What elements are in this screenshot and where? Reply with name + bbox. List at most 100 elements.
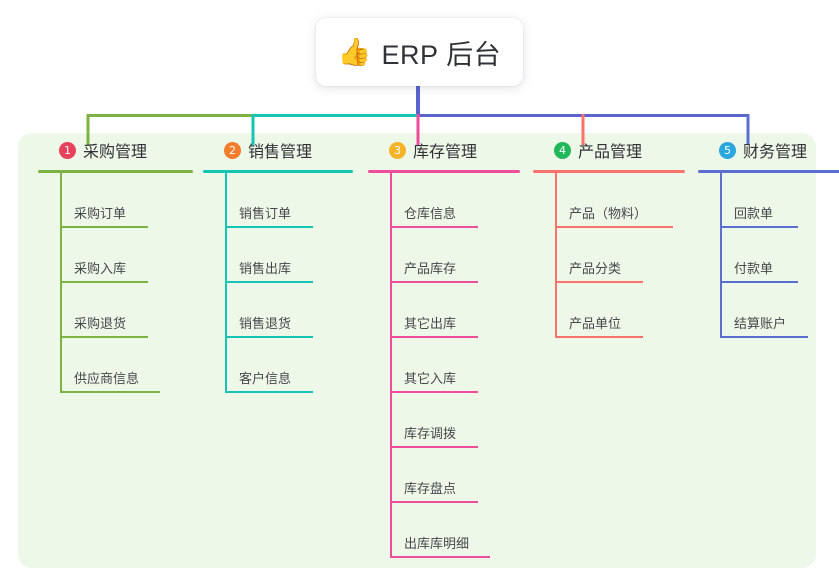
leaf-label: 付款单 xyxy=(734,261,774,276)
leaf-underline xyxy=(225,281,313,283)
branch-label: 产品管理 xyxy=(578,144,643,161)
leaf-underline xyxy=(720,336,808,338)
leaf-spine xyxy=(390,173,392,558)
leaf-item[interactable]: 产品分类 xyxy=(533,228,685,283)
leaf-item[interactable]: 供应商信息 xyxy=(38,338,193,393)
branch-label: 销售管理 xyxy=(248,144,313,161)
branch-header-1[interactable]: 1 采购管理 xyxy=(38,133,193,167)
leaf-underline xyxy=(390,336,478,338)
leaf-label: 结算账户 xyxy=(734,316,787,331)
leaf-underline xyxy=(60,226,148,228)
branch-underline xyxy=(533,170,685,173)
leaf-label: 产品分类 xyxy=(569,261,622,276)
leaf-label: 仓库信息 xyxy=(404,206,457,221)
leaf-item[interactable]: 产品单位 xyxy=(533,283,685,338)
leaf-item[interactable]: 客户信息 xyxy=(203,338,353,393)
leaf-underline xyxy=(390,281,478,283)
leaf-underline xyxy=(555,281,643,283)
leaf-label: 产品库存 xyxy=(404,261,457,276)
branch-underline xyxy=(698,170,839,173)
leaf-underline xyxy=(225,226,313,228)
leaf-label: 其它出库 xyxy=(404,316,457,331)
leaf-underline xyxy=(720,281,798,283)
leaf-item[interactable]: 产品（物料） xyxy=(533,173,685,228)
branch-label: 采购管理 xyxy=(83,144,148,161)
branch-label: 库存管理 xyxy=(413,144,478,161)
branch-column-4: 4 产品管理产品（物料） 产品分类产品单位 xyxy=(533,133,685,338)
leaf-item[interactable]: 销售退货 xyxy=(203,283,353,338)
leaf-item[interactable]: 付款单 xyxy=(698,228,839,283)
leaf-underline xyxy=(225,391,313,393)
leaf-item[interactable]: 仓库信息 xyxy=(368,173,520,228)
branch-number-badge: 5 xyxy=(719,141,736,159)
root-node[interactable]: 👍 ERP 后台 xyxy=(316,18,523,86)
leaf-item[interactable]: 库存盘点 xyxy=(368,448,520,503)
leaf-item[interactable]: 回款单 xyxy=(698,173,839,228)
leaf-label: 库存调拨 xyxy=(404,426,457,441)
branch-underline xyxy=(368,170,520,173)
leaf-item[interactable]: 库存调拨 xyxy=(368,393,520,448)
leaf-underline xyxy=(390,391,478,393)
leaf-spine xyxy=(225,173,227,393)
root-title: ERP 后台 xyxy=(381,39,502,70)
leaf-underline xyxy=(60,391,160,393)
leaf-underline xyxy=(60,281,148,283)
leaf-label: 销售退货 xyxy=(239,316,292,331)
leaf-label: 其它入库 xyxy=(404,371,457,386)
branch-underline xyxy=(203,170,353,173)
leaf-item[interactable]: 结算账户 xyxy=(698,283,839,338)
branch-column-5: 5 财务管理回款单付款单结算账户 xyxy=(698,133,839,338)
branch-number-badge: 1 xyxy=(59,141,76,159)
branch-number-badge: 4 xyxy=(554,141,571,159)
leaf-list: 产品（物料） 产品分类产品单位 xyxy=(533,173,685,338)
branch-number-badge: 3 xyxy=(389,141,406,159)
branch-columns: 1 采购管理采购订单采购入库采购退货供应商信息 2 销售管理销售订单销售出库销售退货客… xyxy=(0,133,839,568)
leaf-label: 产品（物料） xyxy=(569,206,648,221)
leaf-label: 库存盘点 xyxy=(404,481,457,496)
leaf-item[interactable]: 采购订单 xyxy=(38,173,193,228)
leaf-item[interactable]: 出库库明细 xyxy=(368,503,520,558)
leaf-label: 出库库明细 xyxy=(404,536,470,551)
leaf-list: 回款单付款单结算账户 xyxy=(698,173,839,338)
branch-column-2: 2 销售管理销售订单销售出库销售退货客户信息 xyxy=(203,133,353,393)
leaf-item[interactable]: 其它入库 xyxy=(368,338,520,393)
branch-header-3[interactable]: 3 库存管理 xyxy=(368,133,520,167)
leaf-item[interactable]: 其它出库 xyxy=(368,283,520,338)
leaf-label: 回款单 xyxy=(734,206,774,221)
leaf-item[interactable]: 产品库存 xyxy=(368,228,520,283)
branch-header-2[interactable]: 2 销售管理 xyxy=(203,133,353,167)
leaf-label: 客户信息 xyxy=(239,371,292,386)
leaf-underline xyxy=(390,226,478,228)
branch-label: 财务管理 xyxy=(743,144,808,161)
leaf-item[interactable]: 采购入库 xyxy=(38,228,193,283)
leaf-list: 仓库信息产品库存其它出库其它入库库存调拨库存盘点出库库明细 xyxy=(368,173,520,558)
branch-underline xyxy=(38,170,193,173)
branch-header-4[interactable]: 4 产品管理 xyxy=(533,133,685,167)
branch-header-5[interactable]: 5 财务管理 xyxy=(698,133,839,167)
leaf-underline xyxy=(60,336,148,338)
leaf-label: 销售出库 xyxy=(239,261,292,276)
leaf-underline xyxy=(390,446,478,448)
branch-column-3: 3 库存管理仓库信息产品库存其它出库其它入库库存调拨库存盘点出库库明细 xyxy=(368,133,520,558)
leaf-underline xyxy=(555,336,643,338)
leaf-list: 采购订单采购入库采购退货供应商信息 xyxy=(38,173,193,393)
leaf-item[interactable]: 销售出库 xyxy=(203,228,353,283)
leaf-underline xyxy=(720,226,798,228)
leaf-item[interactable]: 采购退货 xyxy=(38,283,193,338)
leaf-label: 销售订单 xyxy=(239,206,292,221)
leaf-spine xyxy=(720,173,722,338)
leaf-label: 采购退货 xyxy=(74,316,127,331)
leaf-item[interactable]: 销售订单 xyxy=(203,173,353,228)
leaf-label: 采购订单 xyxy=(74,206,127,221)
leaf-label: 产品单位 xyxy=(569,316,622,331)
leaf-underline xyxy=(390,501,478,503)
branch-number-badge: 2 xyxy=(224,141,241,159)
leaf-underline xyxy=(225,336,313,338)
leaf-spine xyxy=(555,173,557,338)
thumbs-up-icon: 👍 xyxy=(337,36,372,67)
leaf-spine xyxy=(60,173,62,393)
branch-column-1: 1 采购管理采购订单采购入库采购退货供应商信息 xyxy=(38,133,193,393)
diagram-panel xyxy=(18,133,816,568)
leaf-label: 采购入库 xyxy=(74,261,127,276)
leaf-list: 销售订单销售出库销售退货客户信息 xyxy=(203,173,353,393)
